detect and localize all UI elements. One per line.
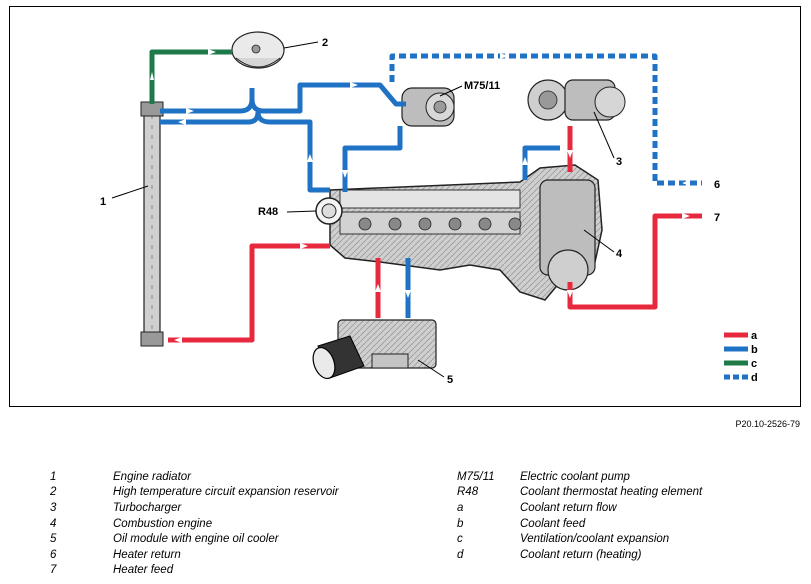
flow-arrow xyxy=(682,180,690,186)
legend-right-code: R48 xyxy=(457,486,479,498)
flow-arrow xyxy=(178,119,186,125)
callout-3: 3 xyxy=(616,156,622,168)
legend-left-text: High temperature circuit expansion reser… xyxy=(113,486,339,498)
callout-5: 5 xyxy=(447,374,453,386)
flow-arrow xyxy=(522,157,528,165)
legend-left-text: Oil module with engine oil cooler xyxy=(113,533,279,545)
line-heater-return xyxy=(389,53,702,186)
flow-arrow xyxy=(150,72,154,80)
callout-6: 6 xyxy=(714,179,720,191)
flow-arrow xyxy=(375,284,381,292)
legend-right-code: c xyxy=(457,533,463,545)
flow-arrow xyxy=(174,337,182,343)
flow-arrow xyxy=(342,170,348,178)
legend-right-text: Electric coolant pump xyxy=(520,471,630,483)
oil-filter xyxy=(312,335,365,380)
figure-reference: P20.10-2526-79 xyxy=(735,419,800,429)
legend-right-code: b xyxy=(457,518,464,530)
flow-arrow xyxy=(405,290,411,298)
callout-m75-11: M75/11 xyxy=(464,80,500,92)
expansion-reservoir xyxy=(231,31,285,69)
legend-left-code: 6 xyxy=(50,549,57,561)
legend-right-text: Ventilation/coolant expansion xyxy=(520,533,670,545)
flow-arrow xyxy=(682,213,690,219)
legend-left-text: Turbocharger xyxy=(113,502,182,514)
flow-arrow xyxy=(186,108,194,114)
legend-right-text: Coolant return (heating) xyxy=(520,549,642,561)
callout-1: 1 xyxy=(100,196,106,208)
legend-right-text: Coolant thermostat heating element xyxy=(520,486,703,498)
flow-arrow xyxy=(307,154,313,162)
line-ventilation xyxy=(149,49,232,104)
flow-arrow xyxy=(350,108,358,114)
legend-right-code: a xyxy=(457,502,464,514)
legend-left-code: 4 xyxy=(50,518,57,530)
legend-right-code: d xyxy=(457,549,464,561)
legend-left-code: 5 xyxy=(50,533,57,545)
legend-right-text: Coolant return flow xyxy=(520,502,617,514)
line-feed-radiator-upper xyxy=(160,82,406,114)
line-type-key: a b c d xyxy=(724,330,758,384)
combustion-engine xyxy=(315,164,603,301)
legend-left-code: 3 xyxy=(50,502,57,514)
callout-7: 7 xyxy=(714,212,720,224)
flow-arrow xyxy=(300,243,308,249)
legend-left-text: Engine radiator xyxy=(113,471,191,483)
legend-left-code: 1 xyxy=(50,471,57,483)
line-feed-turbo xyxy=(522,145,560,180)
callout-r48: R48 xyxy=(258,206,278,218)
engine-radiator xyxy=(140,101,164,347)
flow-arrow xyxy=(567,290,573,298)
legend-left-code: 7 xyxy=(50,564,57,576)
flow-arrow xyxy=(350,82,358,88)
key-label-c: c xyxy=(751,358,757,370)
legend-left-text: Combustion engine xyxy=(113,518,213,530)
line-heater-feed xyxy=(567,213,702,310)
callout-4: 4 xyxy=(616,248,623,260)
legend-left-text: Heater feed xyxy=(113,564,174,576)
turbocharger xyxy=(527,79,626,121)
line-feed-pump-engine xyxy=(342,126,403,192)
flow-arrow xyxy=(208,49,216,55)
flow-arrow xyxy=(500,53,508,59)
coolant-circuit-diagram: 1 2 M75/11 3 R48 4 5 6 7 a b c d xyxy=(100,31,758,386)
key-label-b: b xyxy=(751,344,758,356)
line-feed-radiator-lower xyxy=(160,111,330,193)
oil-module xyxy=(312,319,437,380)
legend-left-code: 2 xyxy=(50,486,57,498)
legend-left-text: Heater return xyxy=(113,549,181,561)
key-label-d: d xyxy=(751,372,758,384)
line-return-radiator xyxy=(168,243,330,343)
flow-arrow xyxy=(567,150,573,158)
callout-2: 2 xyxy=(322,37,328,49)
key-label-a: a xyxy=(751,330,758,342)
legend-right-text: Coolant feed xyxy=(520,518,586,530)
electric-coolant-pump xyxy=(401,87,455,127)
legend-right-code: M75/11 xyxy=(457,471,495,483)
